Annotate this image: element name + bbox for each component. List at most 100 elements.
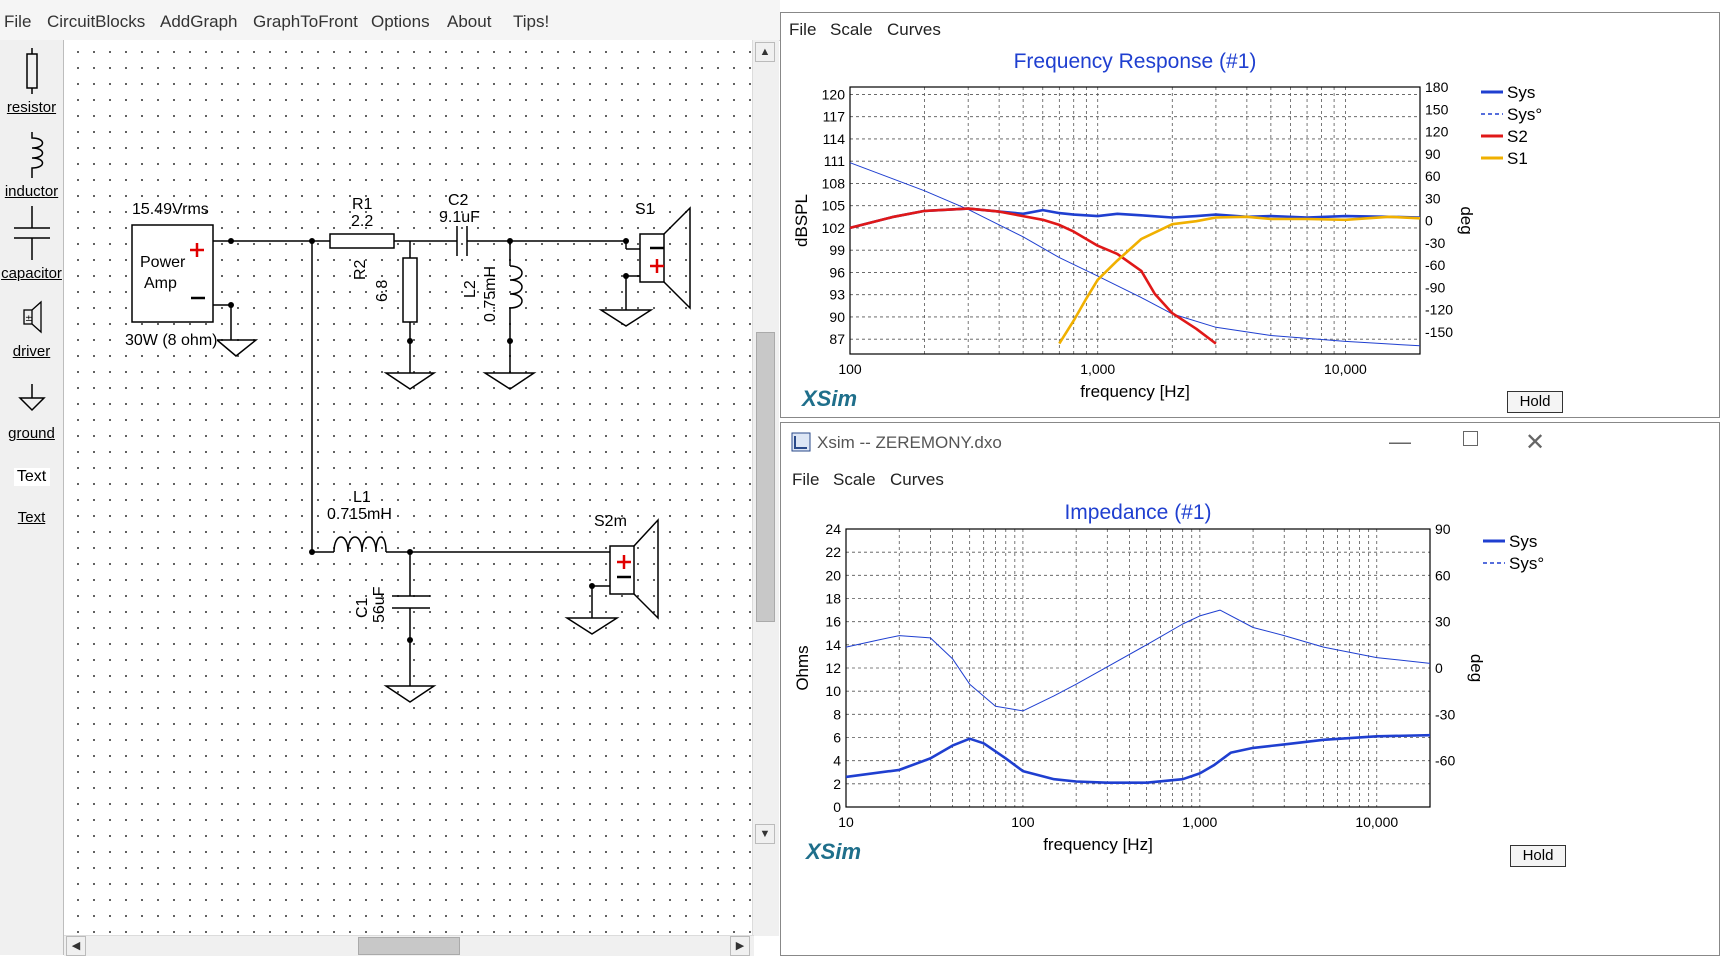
tool-ground-label: ground [8,425,55,442]
scroll-up-icon[interactable]: ▲ [755,42,775,62]
x-axis-label: frequency [Hz] [1043,835,1153,854]
ground-s1 [598,309,654,327]
y-tick-label: 90 [829,309,845,325]
horizontal-scroll-thumb[interactable] [358,937,460,955]
menu-circuitblocks[interactable]: CircuitBlocks [47,12,146,31]
y-tick-label: 12 [825,660,841,676]
s2-name: S2m [594,513,627,530]
y2-tick-label: -30 [1435,706,1455,722]
vertical-scroll-thumb[interactable] [756,332,775,622]
y2-tick-label: 60 [1435,567,1451,583]
menu-file[interactable]: File [4,12,32,31]
y2-tick-label: 0 [1435,660,1443,676]
scroll-right-icon[interactable]: ▶ [730,936,750,956]
menu-bar: File CircuitBlocks AddGraph GraphToFront… [0,0,780,41]
l1-value: 0.715mH [327,506,392,523]
driver-icon: ± [22,300,42,334]
legend-label: Sys [1509,532,1537,551]
component-toolbox: resistor inductor capacitor ± driver gro… [0,40,64,955]
minimize-icon[interactable]: — [1389,429,1411,454]
y-tick-label: 105 [822,198,846,214]
resistor-r1 [329,233,395,249]
ground-icon [17,384,46,412]
imp-hold-button[interactable]: Hold [1510,845,1566,867]
schematic-drawing [131,206,691,703]
y2-tick-label: 30 [1435,614,1451,630]
imp-menu-curves[interactable]: Curves [890,470,944,489]
legend-label: S2 [1507,127,1528,146]
text-sample-label: Text [13,468,50,486]
y-tick-label: 14 [825,637,841,653]
ground-amp [214,339,259,357]
y2-tick-label: 180 [1425,79,1449,95]
y-tick-label: 22 [825,544,841,560]
tool-resistor-label: resistor [6,99,57,116]
imp-menu-file[interactable]: File [792,470,820,489]
horizontal-scrollbar[interactable]: ◀ ▶ [64,935,754,956]
amp-name-label-2: Amp [144,275,177,292]
y-tick-label: 111 [824,153,845,169]
impedance-window: Xsim -- ZEREMONY.dxo — ✕ File Scale Curv… [780,422,1720,956]
tool-capacitor-label: capacitor [1,265,62,282]
y-tick-label: 8 [833,706,841,722]
y-tick-label: 120 [822,86,846,102]
freq-hold-button[interactable]: Hold [1507,391,1563,413]
tool-driver[interactable]: ± driver [0,298,63,360]
tool-text-sample[interactable]: Text [0,468,63,486]
scroll-left-icon[interactable]: ◀ [66,936,86,956]
c1-name: C1 [354,597,371,618]
y2-tick-label: 0 [1425,213,1433,229]
menu-about[interactable]: About [447,12,492,31]
y2-tick-label: -30 [1425,235,1445,251]
tool-text[interactable]: Text [0,509,63,526]
x-tick-label: 10,000 [1355,814,1398,830]
r2-name: R2 [352,259,369,280]
y2-tick-label: -60 [1435,753,1455,769]
maximize-icon[interactable] [1463,431,1478,446]
tool-inductor[interactable]: inductor [0,132,63,200]
y2-tick-label: -120 [1425,302,1453,318]
ground-r2 [383,372,437,390]
freq-menu-curves[interactable]: Curves [887,20,941,39]
x-tick-label: 100 [838,361,862,377]
l1-name: L1 [353,489,371,506]
y-axis-label: dBSPL [792,194,811,247]
scroll-down-icon[interactable]: ▼ [755,824,775,844]
c1-value: 56uF [371,586,388,623]
y2-tick-label: 90 [1435,521,1451,537]
tool-capacitor[interactable]: capacitor [0,206,63,282]
freq-menu-scale[interactable]: Scale [830,20,873,39]
x-tick-label: 10,000 [1324,361,1367,377]
legend-label: Sys° [1507,105,1542,124]
series-line-s1 [1058,215,1421,345]
close-icon[interactable]: ✕ [1525,429,1546,456]
y2-tick-label: 90 [1425,146,1441,162]
menu-addgraph[interactable]: AddGraph [160,12,238,31]
y2-tick-label: -60 [1425,257,1445,273]
y-tick-label: 96 [829,264,845,280]
y-tick-label: 99 [829,242,845,258]
y-tick-label: 2 [833,776,841,792]
s1-name: S1 [635,201,655,218]
c2-value: 9.1uF [439,209,480,226]
r2-value: 6.8 [374,279,391,302]
menu-tips[interactable]: Tips! [513,12,550,31]
imp-menu-scale[interactable]: Scale [833,470,876,489]
vertical-scrollbar[interactable]: ▲ ▼ [752,40,779,936]
y-tick-label: 102 [822,220,846,236]
x-tick-label: 1,000 [1182,814,1217,830]
schematic-canvas[interactable]: 15.49Vrms Power Amp 30W (8 ohm) R1 2.2 C… [64,40,752,936]
freq-menu-file[interactable]: File [789,20,817,39]
plot-frame [849,86,1421,355]
menu-graphtofront[interactable]: GraphToFront [253,12,358,31]
x-tick-label: 10 [838,814,854,830]
ground-c1 [383,685,437,703]
x-axis-label: frequency [Hz] [1080,382,1190,401]
series-line-sys-phase [849,162,1421,347]
tool-resistor[interactable]: resistor [0,48,63,116]
y2-axis-label: deg [1467,654,1486,682]
tool-ground[interactable]: ground [0,380,63,442]
menu-options[interactable]: Options [371,12,430,31]
legend-label: Sys° [1509,554,1544,573]
